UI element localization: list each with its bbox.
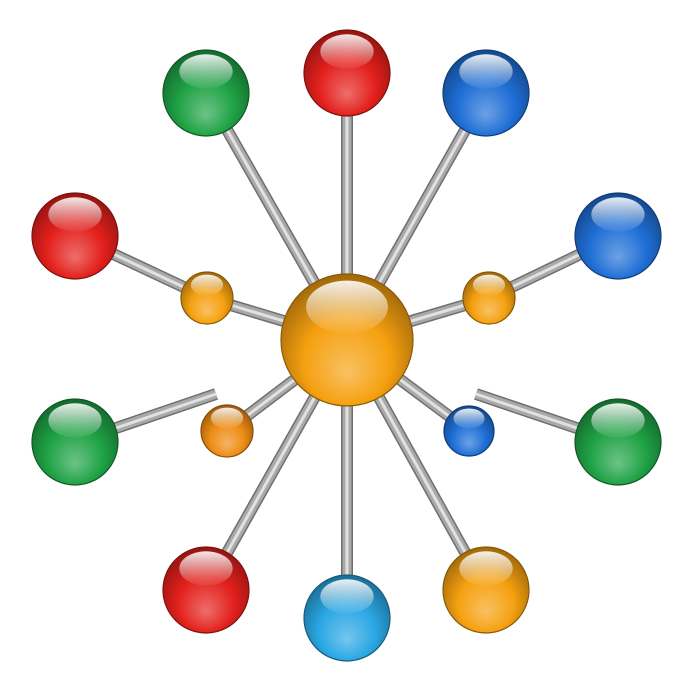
junction-node-upper-left: [180, 271, 234, 325]
node-top: [303, 29, 391, 117]
junction-node-lower-right: [443, 405, 495, 457]
node-bottom-left: [162, 546, 250, 634]
central-hub-node: [280, 273, 414, 407]
node-left-upper: [31, 192, 119, 280]
node-right-upper: [574, 192, 662, 280]
node-bottom: [303, 574, 391, 662]
node-bottom-right: [442, 546, 530, 634]
node-top-left: [162, 49, 250, 137]
node-right-lower: [574, 398, 662, 486]
junction-node-lower-left: [200, 404, 254, 458]
node-top-right: [442, 49, 530, 137]
node-left-lower: [31, 398, 119, 486]
junction-node-upper-right: [462, 271, 516, 325]
node-layer: [31, 29, 662, 662]
